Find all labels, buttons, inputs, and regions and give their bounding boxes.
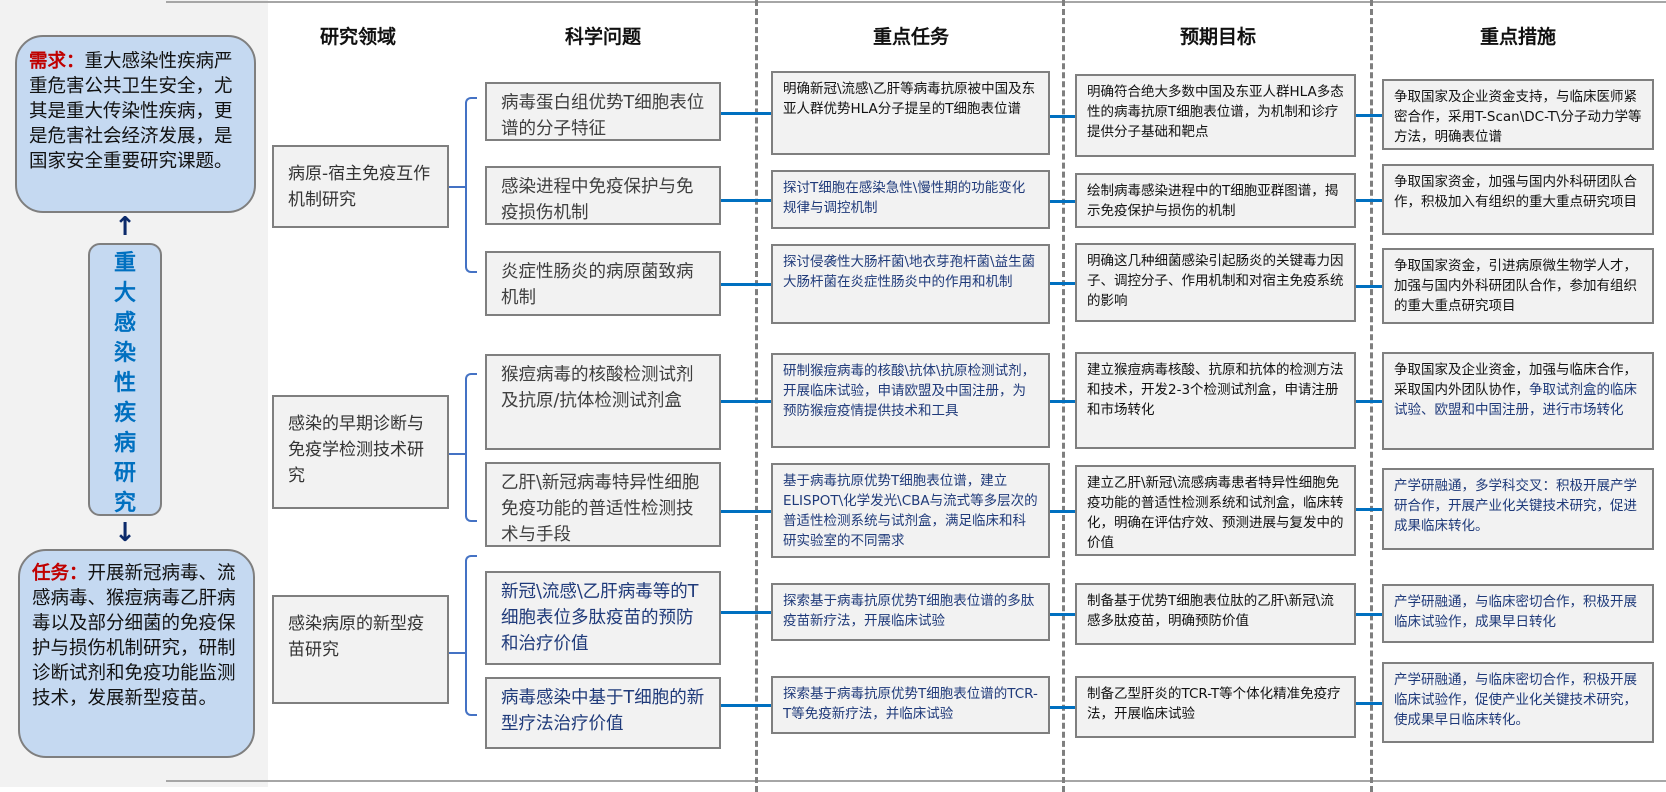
connector-line [1356,612,1382,616]
expected-goal-box: 绘制病毒感染进程中的T细胞亚群图谱，揭示免疫保护与损伤的机制 [1075,173,1356,228]
science-question-box: 新冠\流感\乙肝病毒等的T细胞表位多肽疫苗的预防和治疗价值 [485,571,721,665]
key-task-box: 基于病毒抗原优势T细胞表位谱，建立ELISPOT\化学发光\CBA与流式等多层次… [771,463,1050,558]
connector-line [1050,399,1075,403]
connector-line [1356,701,1382,705]
science-question-box: 猴痘病毒的核酸检测试剂及抗原/抗体检测试剂盒 [485,354,721,450]
top-divider [166,1,1666,3]
arrow-down-icon: ↓ [114,518,136,548]
key-task-box: 研制猴痘病毒的核酸\抗体\抗原检测试剂，开展临床试验，申请欧盟及中国注册，为预防… [771,353,1050,448]
science-question-box: 乙肝\新冠病毒特异性细胞免疫功能的普适性检测技术与手段 [485,462,721,547]
column-divider [755,0,758,792]
expected-goal-box: 制备乙型肝炎的TCR-T等个体化精准免疫疗法，开展临床试验 [1075,676,1356,738]
key-measure-text: 产学研融通，多学科交叉：积极开展产学研合作，开展产业化关键技术研究，促进成果临床… [1394,478,1637,534]
bracket [465,555,477,716]
connector-line [1356,400,1382,403]
arrow-up-icon: ↑ [114,212,136,242]
connector-line [1050,706,1075,709]
science-question-box: 感染进程中免疫保护与免疫损伤机制 [485,166,721,225]
expected-goal-box: 制备基于优势T细胞表位肽的乙肝\新冠\流感多肽疫苗，明确预防价值 [1075,583,1356,645]
expected-goal-box: 明确符合绝大多数中国及东亚人群HLA多态性的病毒抗原T细胞表位谱，为机制和诊疗提… [1075,74,1356,157]
column-divider [1370,0,1373,792]
header-expected-goal: 预期目标 [1179,26,1256,48]
connector-line [1356,198,1382,202]
connector-line [721,509,771,513]
expected-goal-box: 明确这几种细菌感染引起肠炎的关键毒力因子、调控分子、作用机制和对宿主免疫系统的影… [1075,243,1356,322]
research-field-box: 感染病原的新型疫苗研究 [272,595,449,704]
demand-text: 重大感染性疾病严重危害公共卫生安全，尤其是重大传染性疾病，更是危害社会经济发展，… [29,51,233,172]
key-measure-box: 争取国家资金，引进病原微生物学人才，加强与国内外科研团队合作，参加有组织的重大重… [1382,248,1654,324]
center-title-char: 性 [113,371,136,396]
task-box: 任务：开展新冠病毒、流感病毒、猴痘病毒乙肝病毒以及部分细菌的免疫保护与损伤机制研… [18,549,255,758]
key-task-box: 探索基于病毒抗原优势T细胞表位谱的多肽疫苗新疗法，开展临床试验 [771,583,1050,641]
research-field-box: 病原-宿主免疫互作机制研究 [272,145,449,228]
key-measure-text: 争取国家及企业资金，加强与临床合作，采取国内外团队协作， [1394,362,1637,398]
connector-line [721,198,771,202]
key-measure-box: 产学研融通，与临床密切合作，积极开展临床试验作，促使产业化关键技术研究，使成果早… [1382,662,1654,743]
science-question-box: 炎症性肠炎的病原菌致病机制 [485,251,721,316]
bracket [465,373,477,522]
task-text: 开展新冠病毒、流感病毒、猴痘病毒乙肝病毒以及部分细菌的免疫保护与损伤机制研究，研… [32,563,236,709]
connector-line [721,611,771,614]
center-title-char: 大 [113,281,136,306]
center-title-char: 感 [113,311,136,336]
connector-line [1356,508,1382,511]
key-measure-box: 产学研融通，多学科交叉：积极开展产学研合作，开展产业化关键技术研究，促进成果临床… [1382,468,1654,550]
connector-line [721,112,771,115]
key-measure-text: 产学研融通，与临床密切合作，积极开展临床试验作，促使产业化关键技术研究，使成果早… [1394,672,1637,728]
research-field-box: 感染的早期诊断与免疫学检测技术研究 [272,395,449,509]
column-divider [1062,0,1065,792]
connector-line [721,704,771,707]
center-title-char: 疾 [113,401,136,426]
key-measure-text: 争取国家资金，加强与国内外科研团队合作，积极加入有组织的重大重点研究项目 [1394,174,1637,210]
header-key-measure: 重点措施 [1479,26,1556,48]
header-research-field: 研究领域 [319,26,396,48]
center-title-char: 研 [113,461,136,486]
key-task-box: 探索基于病毒抗原优势T细胞表位谱的TCR-T等免疫新疗法，并临床试验 [771,676,1050,734]
center-title-char: 病 [113,431,136,456]
key-measure-box: 产学研融通，与临床密切合作，积极开展临床试验作，成果早日转化 [1382,584,1654,643]
bracket [465,97,477,273]
task-label: 任务： [32,563,88,584]
center-title-char: 重 [113,251,136,276]
expected-goal-box: 建立乙肝\新冠\流感病毒患者特异性细胞免疫功能的普适性检测系统和试剂盒，临床转化… [1075,465,1356,556]
bracket-arm [449,652,465,654]
key-task-box: 探讨侵袭性大肠杆菌\地衣芽孢杆菌\益生菌大肠杆菌在炎症性肠炎中的作用和机制 [771,244,1050,324]
demand-label: 需求： [29,51,85,72]
center-title-char: 染 [113,341,136,366]
key-measure-text: 产学研融通，与临床密切合作，积极开展临床试验作，成果早日转化 [1394,594,1637,630]
key-task-box: 探讨T细胞在感染急性\慢性期的功能变化规律与调控机制 [771,170,1050,229]
expected-goal-box: 建立猴痘病毒核酸、抗原和抗体的检测方法和技术，开发2-3个检测试剂盒，申请注册和… [1075,352,1356,449]
connector-line [721,399,771,403]
bracket-arm [449,453,465,455]
connector-line [1050,613,1075,616]
connector-line [1050,199,1075,203]
connector-line [1356,113,1382,117]
center-title-char: 究 [113,491,136,516]
science-question-box: 病毒感染中基于T细胞的新型疗法治疗价值 [485,677,721,749]
connector-line [1356,285,1382,288]
bottom-divider [166,780,1666,782]
connector-line [721,283,771,286]
science-question-box: 病毒蛋白组优势T细胞表位谱的分子特征 [485,82,721,141]
bracket-arm [449,186,465,188]
key-measure-text: 争取国家资金，引进病原微生物学人才，加强与国内外科研团队合作，参加有组织的重大重… [1394,258,1637,314]
key-measure-text: 争取试剂盒的临床试验、欧盟和中国注册，进行市场转化 [1394,382,1637,418]
key-measure-box: 争取国家资金，加强与国内外科研团队合作，积极加入有组织的重大重点研究项目 [1382,164,1654,235]
key-measure-text: 争取国家及企业资金支持，与临床医师紧密合作，采用T-Scan\DC-T\分子动力… [1394,89,1642,145]
header-science-question: 科学问题 [564,26,641,48]
key-measure-box: 争取国家及企业资金，加强与临床合作，采取国内外团队协作，争取试剂盒的临床试验、欧… [1382,352,1654,450]
demand-box: 需求：重大感染性疾病严重危害公共卫生安全，尤其是重大传染性疾病，更是危害社会经济… [15,35,256,213]
key-task-box: 明确新冠\流感\乙肝等病毒抗原被中国及东亚人群优势HLA分子提呈的T细胞表位谱 [771,71,1050,155]
key-measure-box: 争取国家及企业资金支持，与临床医师紧密合作，采用T-Scan\DC-T\分子动力… [1382,79,1654,150]
connector-line [1050,281,1075,285]
center-title-box: 重大感染性疾病研究 [88,243,162,516]
connector-line [1050,114,1075,118]
connector-line [1050,509,1075,513]
header-key-task: 重点任务 [872,26,949,48]
